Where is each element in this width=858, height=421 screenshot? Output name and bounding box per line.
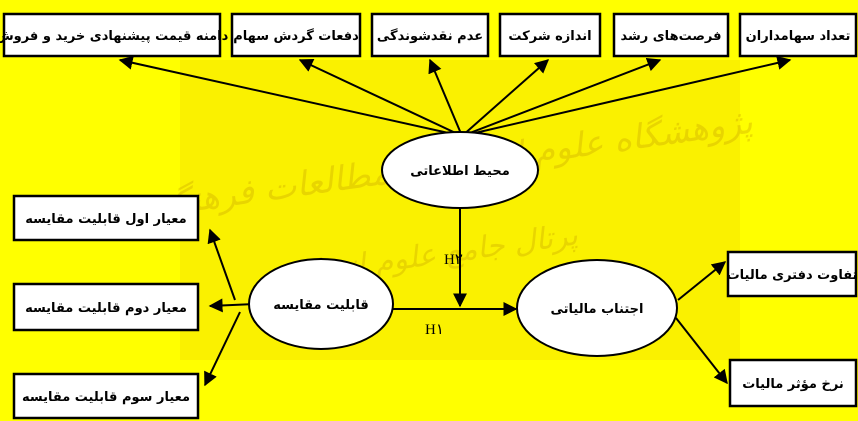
box-criterion1: معیار اول قابلیت مقایسه <box>12 194 200 242</box>
box-effrate-label: نرخ مؤثر مالیات <box>742 377 844 392</box>
box-effrate: نرخ مؤثر مالیات <box>728 358 858 408</box>
box-criterion2-label: معیار دوم قابلیت مقایسه <box>25 301 187 316</box>
box-shareholders-label: تعداد سهامداران <box>746 29 851 44</box>
edge-tax-to-effrate <box>675 317 728 385</box>
box-criterion3-label: معیار سوم قابلیت مقایسه <box>22 390 190 405</box>
ellipse-tax-avoidance: اجتناب مالیاتی <box>516 259 678 357</box>
edge-comp-to-criterion1 <box>207 228 236 301</box>
box-turnover-label: دفعات گردش سهام <box>233 28 359 44</box>
hypothesis-h1-label: H۱ <box>425 322 444 338</box>
edge-info-to-growth <box>461 57 662 137</box>
box-growth: فرصت‌های رشد <box>612 12 730 58</box>
edge-info-to-spread <box>118 55 463 137</box>
box-size: اندازه شرکت <box>498 12 602 58</box>
edge-info-to-turnover <box>298 59 463 137</box>
edge-tax-to-bookdiff <box>677 261 727 301</box>
ellipses: محیط اطلاعاتی قابلیت مقایسه اجتناب مالیا… <box>248 131 678 357</box>
box-criterion1-label: معیار اول قابلیت مقایسه <box>25 212 186 227</box>
right-boxes: تفاوت دفتری مالیات نرخ مؤثر مالیات <box>727 250 858 408</box>
box-illiquidity: عدم نقدشوندگی <box>370 12 490 58</box>
box-spread-label: دامنه قیمت پیشنهادی خرید و فروش <box>0 29 229 44</box>
box-bookdiff-label: تفاوت دفتری مالیات <box>727 268 858 283</box>
ellipse-comparability-label: قابلیت مقایسه <box>273 298 368 313</box>
edge-info-to-size <box>461 59 550 137</box>
edge-comp-to-criterion3 <box>204 311 241 387</box>
ellipse-info-environment-label: محیط اطلاعاتی <box>410 164 510 179</box>
box-size-label: اندازه شرکت <box>508 29 591 44</box>
box-criterion2: معیار دوم قابلیت مقایسه <box>12 282 200 332</box>
ellipse-comparability: قابلیت مقایسه <box>248 258 394 350</box>
box-spread: دامنه قیمت پیشنهادی خرید و فروش <box>0 12 229 58</box>
hypothesis-h2-label: H۲ <box>444 252 463 268</box>
box-turnover: دفعات گردش سهام <box>230 12 362 58</box>
edge-comp-to-criterion2 <box>208 298 256 313</box>
edge-info-to-shareholders <box>461 56 792 137</box>
box-illiquidity-label: عدم نقدشوندگی <box>377 28 483 44</box>
box-criterion3: معیار سوم قابلیت مقایسه <box>12 372 200 420</box>
box-shareholders: تعداد سهامداران <box>738 12 858 58</box>
box-growth-label: فرصت‌های رشد <box>620 29 721 44</box>
edges <box>118 55 792 387</box>
edge-info-to-illiquidity <box>428 58 463 137</box>
box-bookdiff: تفاوت دفتری مالیات <box>727 250 858 298</box>
ellipse-info-environment: محیط اطلاعاتی <box>381 131 539 209</box>
ellipse-tax-avoidance-label: اجتناب مالیاتی <box>551 302 644 317</box>
left-boxes: معیار اول قابلیت مقایسه معیار دوم قابلیت… <box>12 194 200 420</box>
top-boxes: تعداد سهامداران فرصت‌های رشد اندازه شرکت… <box>0 12 858 58</box>
